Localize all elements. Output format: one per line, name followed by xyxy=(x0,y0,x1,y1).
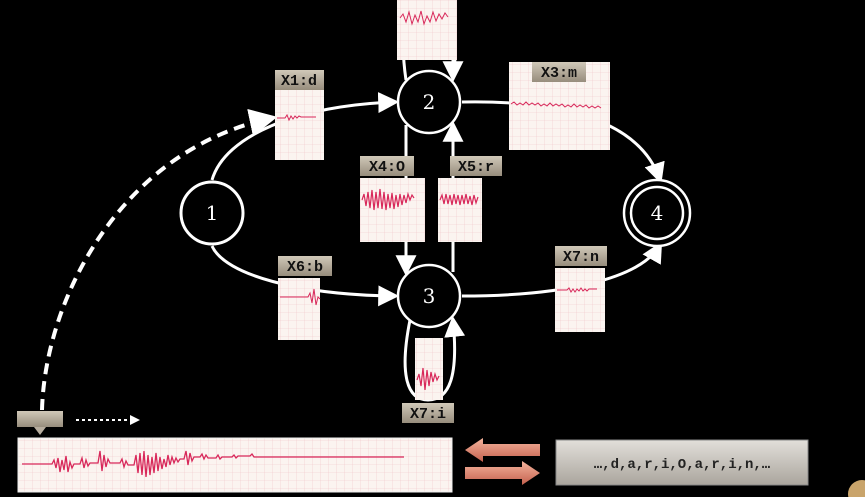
tag-x7n: X7:n xyxy=(563,249,599,266)
output-sequence-box: …,d,a,r,i,O,a,r,i,n,… xyxy=(555,439,809,486)
state-2: 2 xyxy=(396,69,462,135)
thumb-x6: X6:b xyxy=(278,256,332,340)
thumb-x5: X5:r xyxy=(438,156,502,242)
dashed-link-arrow xyxy=(40,108,278,411)
tag-x7n-bg xyxy=(555,246,607,266)
state-3: 3 xyxy=(396,263,462,329)
svg-text:3: 3 xyxy=(423,284,436,308)
thumb-x7n: X7:n xyxy=(555,246,607,332)
tag-x5-bg xyxy=(450,156,502,176)
tag-x7i-bg xyxy=(402,403,454,423)
tag-x1: X1:d xyxy=(281,73,317,90)
svg-text:2: 2 xyxy=(423,90,436,114)
thumb-x7i: X7:i xyxy=(402,338,454,423)
tag-x7i: X7:i xyxy=(410,406,446,423)
tag-x5: X5:r xyxy=(458,159,494,176)
tag-x4: X4:O xyxy=(369,159,405,176)
tag-x1-bg xyxy=(275,70,324,90)
thumb-x3: X3:m xyxy=(509,62,610,150)
arrow-left-pink xyxy=(465,438,540,462)
corner-page-button[interactable] xyxy=(848,480,865,497)
tag-x3-bg xyxy=(532,62,586,82)
playhead-tick-icon xyxy=(34,427,46,435)
tag-x6-bg xyxy=(278,256,332,276)
audio-waveform xyxy=(17,437,453,493)
tag-x3: X3:m xyxy=(541,65,577,82)
thumb-x4: X4:O xyxy=(360,156,425,242)
svg-text:1: 1 xyxy=(206,201,219,225)
thumb-x1: X1:d xyxy=(275,70,324,160)
state-4-final: 4 xyxy=(622,178,692,248)
output-sequence-text: …,d,a,r,i,O,a,r,i,n,… xyxy=(594,457,771,473)
tag-x4-bg xyxy=(360,156,414,176)
svg-text:4: 4 xyxy=(651,201,664,225)
state-1: 1 xyxy=(179,180,245,246)
tag-x6: X6:b xyxy=(287,259,323,276)
playhead-marker[interactable] xyxy=(17,411,63,427)
thumb-top xyxy=(397,0,457,60)
edge-1-3 xyxy=(210,245,400,307)
arrow-right-pink xyxy=(465,461,540,485)
